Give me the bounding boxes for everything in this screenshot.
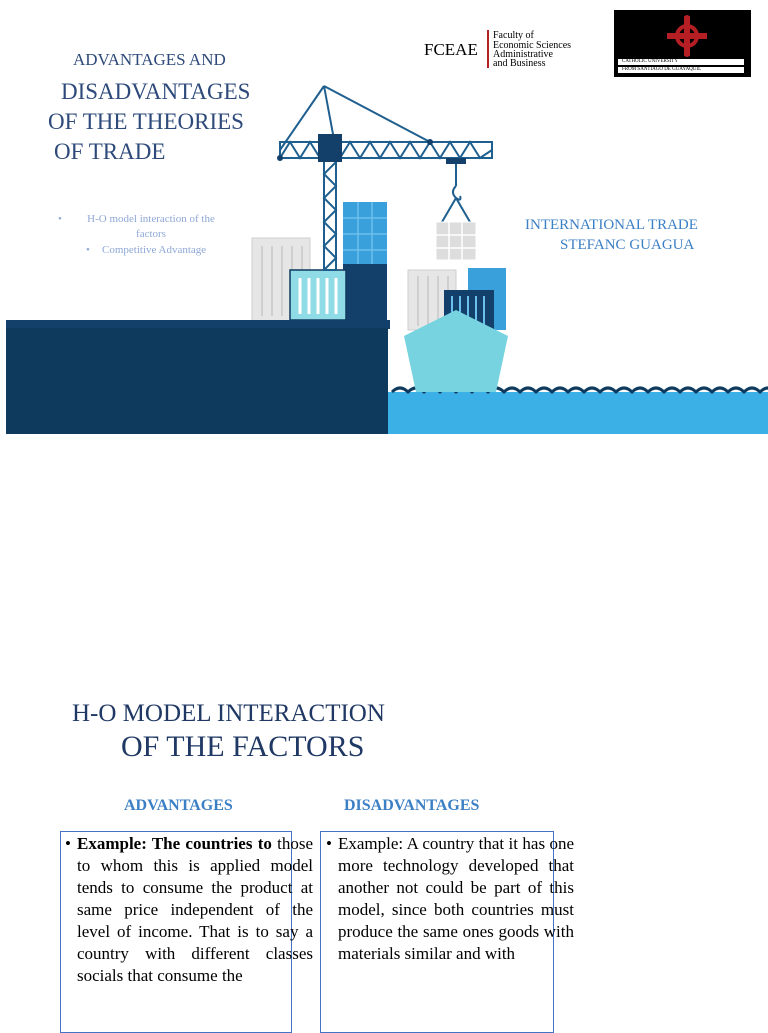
hanging-crate: [435, 221, 477, 261]
university-line-1: CATHOLIC UNIVERSITY: [618, 59, 744, 65]
cross-emblem-icon: [667, 15, 707, 57]
course-name: INTERNATIONAL TRADE: [525, 217, 698, 233]
bullet-competitive-advantage: Competitive Advantage: [102, 244, 207, 256]
advantages-body: those to whom this is applied model tend…: [77, 834, 314, 985]
faculty-line-3: Administrative: [493, 49, 553, 60]
slide-title-line-4: OF TRADE: [54, 139, 166, 164]
faculty-line-1: Faculty of: [493, 30, 534, 41]
bullet-dot: •: [58, 213, 62, 225]
section-heading-line-2: OF THE FACTORS: [121, 730, 365, 763]
slide-title-line-3: OF THE THEORIES: [48, 109, 244, 134]
slide-title-line-2: DISADVANTAGES: [61, 79, 251, 104]
title-slide: ADVANTAGES AND DISADVANTAGES OF THE THEO…: [6, 0, 768, 434]
faculty-line-2: Economic Sciences: [493, 40, 572, 51]
university-line-2: FROM SANTIAGO DE GUAYAQUIL: [618, 67, 744, 73]
faculty-divider: [487, 30, 489, 68]
disadvantages-body: Example: A country that it has one more …: [338, 834, 574, 963]
section-heading-line-1: H-O MODEL INTERACTION: [72, 700, 385, 727]
slide-title-line-1: ADVANTAGES AND: [73, 50, 226, 69]
disadvantages-heading: DISADVANTAGES: [344, 797, 480, 814]
port-illustration: [6, 85, 768, 434]
university-logo: CATHOLIC UNIVERSITY FROM SANTIAGO DE GUA…: [614, 10, 751, 77]
advantages-heading: ADVANTAGES: [124, 797, 233, 814]
dock-edge: [6, 320, 390, 329]
disadvantages-text: • Example: A country that it has one mor…: [326, 833, 574, 965]
dock: [6, 328, 388, 434]
advantages-lead: Example: The countries to: [77, 834, 272, 853]
crane-cab: [318, 134, 342, 162]
sea: [388, 392, 768, 434]
author-name: STEFANC GUAGUA: [560, 237, 695, 253]
container-blue-top: [343, 202, 387, 264]
bullet-ho-model: H-O model interaction of the factors: [87, 213, 215, 240]
advantages-text: • Example: The countries to those to who…: [65, 833, 314, 987]
bullet-dot: •: [86, 244, 90, 256]
faculty-line-4: and Business: [493, 58, 546, 69]
bullet-dot: •: [326, 834, 332, 853]
ship-hull: [404, 310, 508, 392]
container-dark: [343, 264, 387, 322]
bullet-dot: •: [65, 834, 71, 853]
faculty-short-name: FCEAE: [424, 40, 478, 59]
